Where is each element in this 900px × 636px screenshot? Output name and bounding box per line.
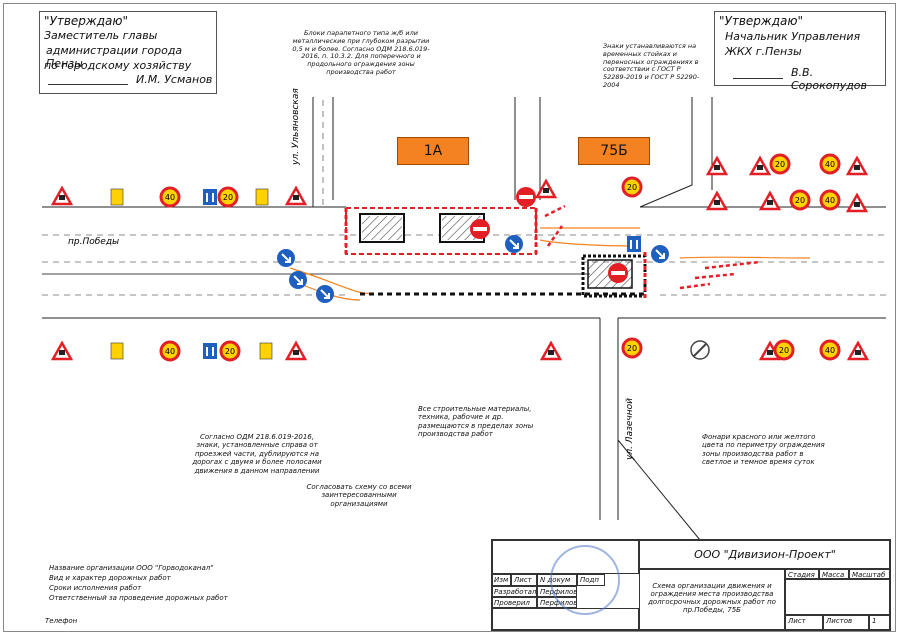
approval-left-line1: Заместитель главы xyxy=(44,29,158,42)
info-work: Вид и характер дорожных работ xyxy=(49,574,171,583)
svg-text:40: 40 xyxy=(825,160,835,169)
scheme-title: Схема организации движения и ограждения … xyxy=(639,569,785,631)
drawing-frame xyxy=(3,3,896,632)
note-duplicate: Согласно ОДМ 218.6.019-2016, знаки, уста… xyxy=(192,433,322,475)
road-edges xyxy=(42,97,886,541)
approval-right-box: "Утверждаю" Начальник Управления ЖКХ г.П… xyxy=(714,11,886,92)
building-75b: 75Б xyxy=(578,137,650,165)
street-label-ulyanovsk: ул. Ульяновская xyxy=(291,88,301,166)
speed-limit-sign: 40 xyxy=(159,186,181,208)
info-responsible: Ответственный за проведение дорожных раб… xyxy=(49,594,228,603)
signature-line xyxy=(733,78,783,79)
approval-left-box: "Утверждаю" Заместитель главы администра… xyxy=(39,11,217,94)
approval-stamp xyxy=(550,545,620,615)
col-izm: Изм xyxy=(491,574,511,586)
taper-fences xyxy=(544,204,761,290)
stage-cells xyxy=(785,579,891,615)
svg-text:40: 40 xyxy=(825,346,835,355)
cell-listov: Листов xyxy=(823,615,869,631)
empty-rows xyxy=(491,608,639,631)
svg-text:20: 20 xyxy=(225,347,235,356)
approval-left-signer: И.М. Усманов xyxy=(136,73,213,86)
work-info-block: Название организации ООО "Горводоканал" … xyxy=(49,563,228,604)
svg-text:20: 20 xyxy=(779,346,789,355)
svg-text:20: 20 xyxy=(795,196,805,205)
svg-text:20: 20 xyxy=(627,344,637,353)
info-org: Название организации ООО "Горводоканал" xyxy=(49,564,214,572)
approval-right-signer: В.В. Сорокопудов xyxy=(791,66,868,93)
note-agree: Согласовать схему со всеми заинтересован… xyxy=(306,483,412,508)
col-list: Лист xyxy=(511,574,537,586)
speed-limit-sign: 20 xyxy=(217,186,239,208)
approval-right-line2: ЖКХ г.Пензы xyxy=(725,45,802,58)
cell-list: Лист xyxy=(785,615,823,631)
note-blocks: Блоки парапетного типа ж/б или металличе… xyxy=(292,29,430,76)
approval-left-line2: администрации города Пензы xyxy=(46,44,183,71)
street-label-lazhechnikov: ул. Лазечной xyxy=(625,398,635,461)
col-stadia: Стадия xyxy=(785,569,819,579)
svg-text:40: 40 xyxy=(165,193,175,202)
signature-line xyxy=(48,84,128,85)
role-developer: Разработал xyxy=(491,586,537,597)
approval-left-line3: по городскому хозяйству xyxy=(44,59,192,72)
note-signs: Знаки устанавливаются на временных стойк… xyxy=(603,42,700,89)
svg-text:40: 40 xyxy=(825,196,835,205)
info-dates: Сроки исполнения работ xyxy=(49,584,142,593)
role-checker: Проверил xyxy=(491,597,537,608)
approval-right-header: "Утверждаю" xyxy=(719,14,803,28)
svg-text:20: 20 xyxy=(223,193,233,202)
note-lanterns: Фонари красного или желтого цвета по пер… xyxy=(702,433,825,467)
approval-right-line1: Начальник Управления xyxy=(725,30,861,43)
svg-text:20: 20 xyxy=(775,160,785,169)
street-label-main: пр.Победы xyxy=(68,237,119,247)
approval-left-header: "Утверждаю" xyxy=(44,14,128,28)
col-masshtab: Масштаб xyxy=(849,569,891,579)
company-name: ООО "Дивизион-Проект" xyxy=(639,539,891,569)
cell-listov-value: 1 xyxy=(869,615,891,631)
col-massa: Масса xyxy=(819,569,849,579)
building-1a: 1А xyxy=(397,137,469,165)
svg-text:20: 20 xyxy=(627,183,637,192)
info-phone: Телефон xyxy=(45,617,78,625)
lower-work-zone xyxy=(360,252,647,298)
svg-text:40: 40 xyxy=(165,347,175,356)
note-materials: Все строительные материалы, техника, раб… xyxy=(418,405,534,439)
